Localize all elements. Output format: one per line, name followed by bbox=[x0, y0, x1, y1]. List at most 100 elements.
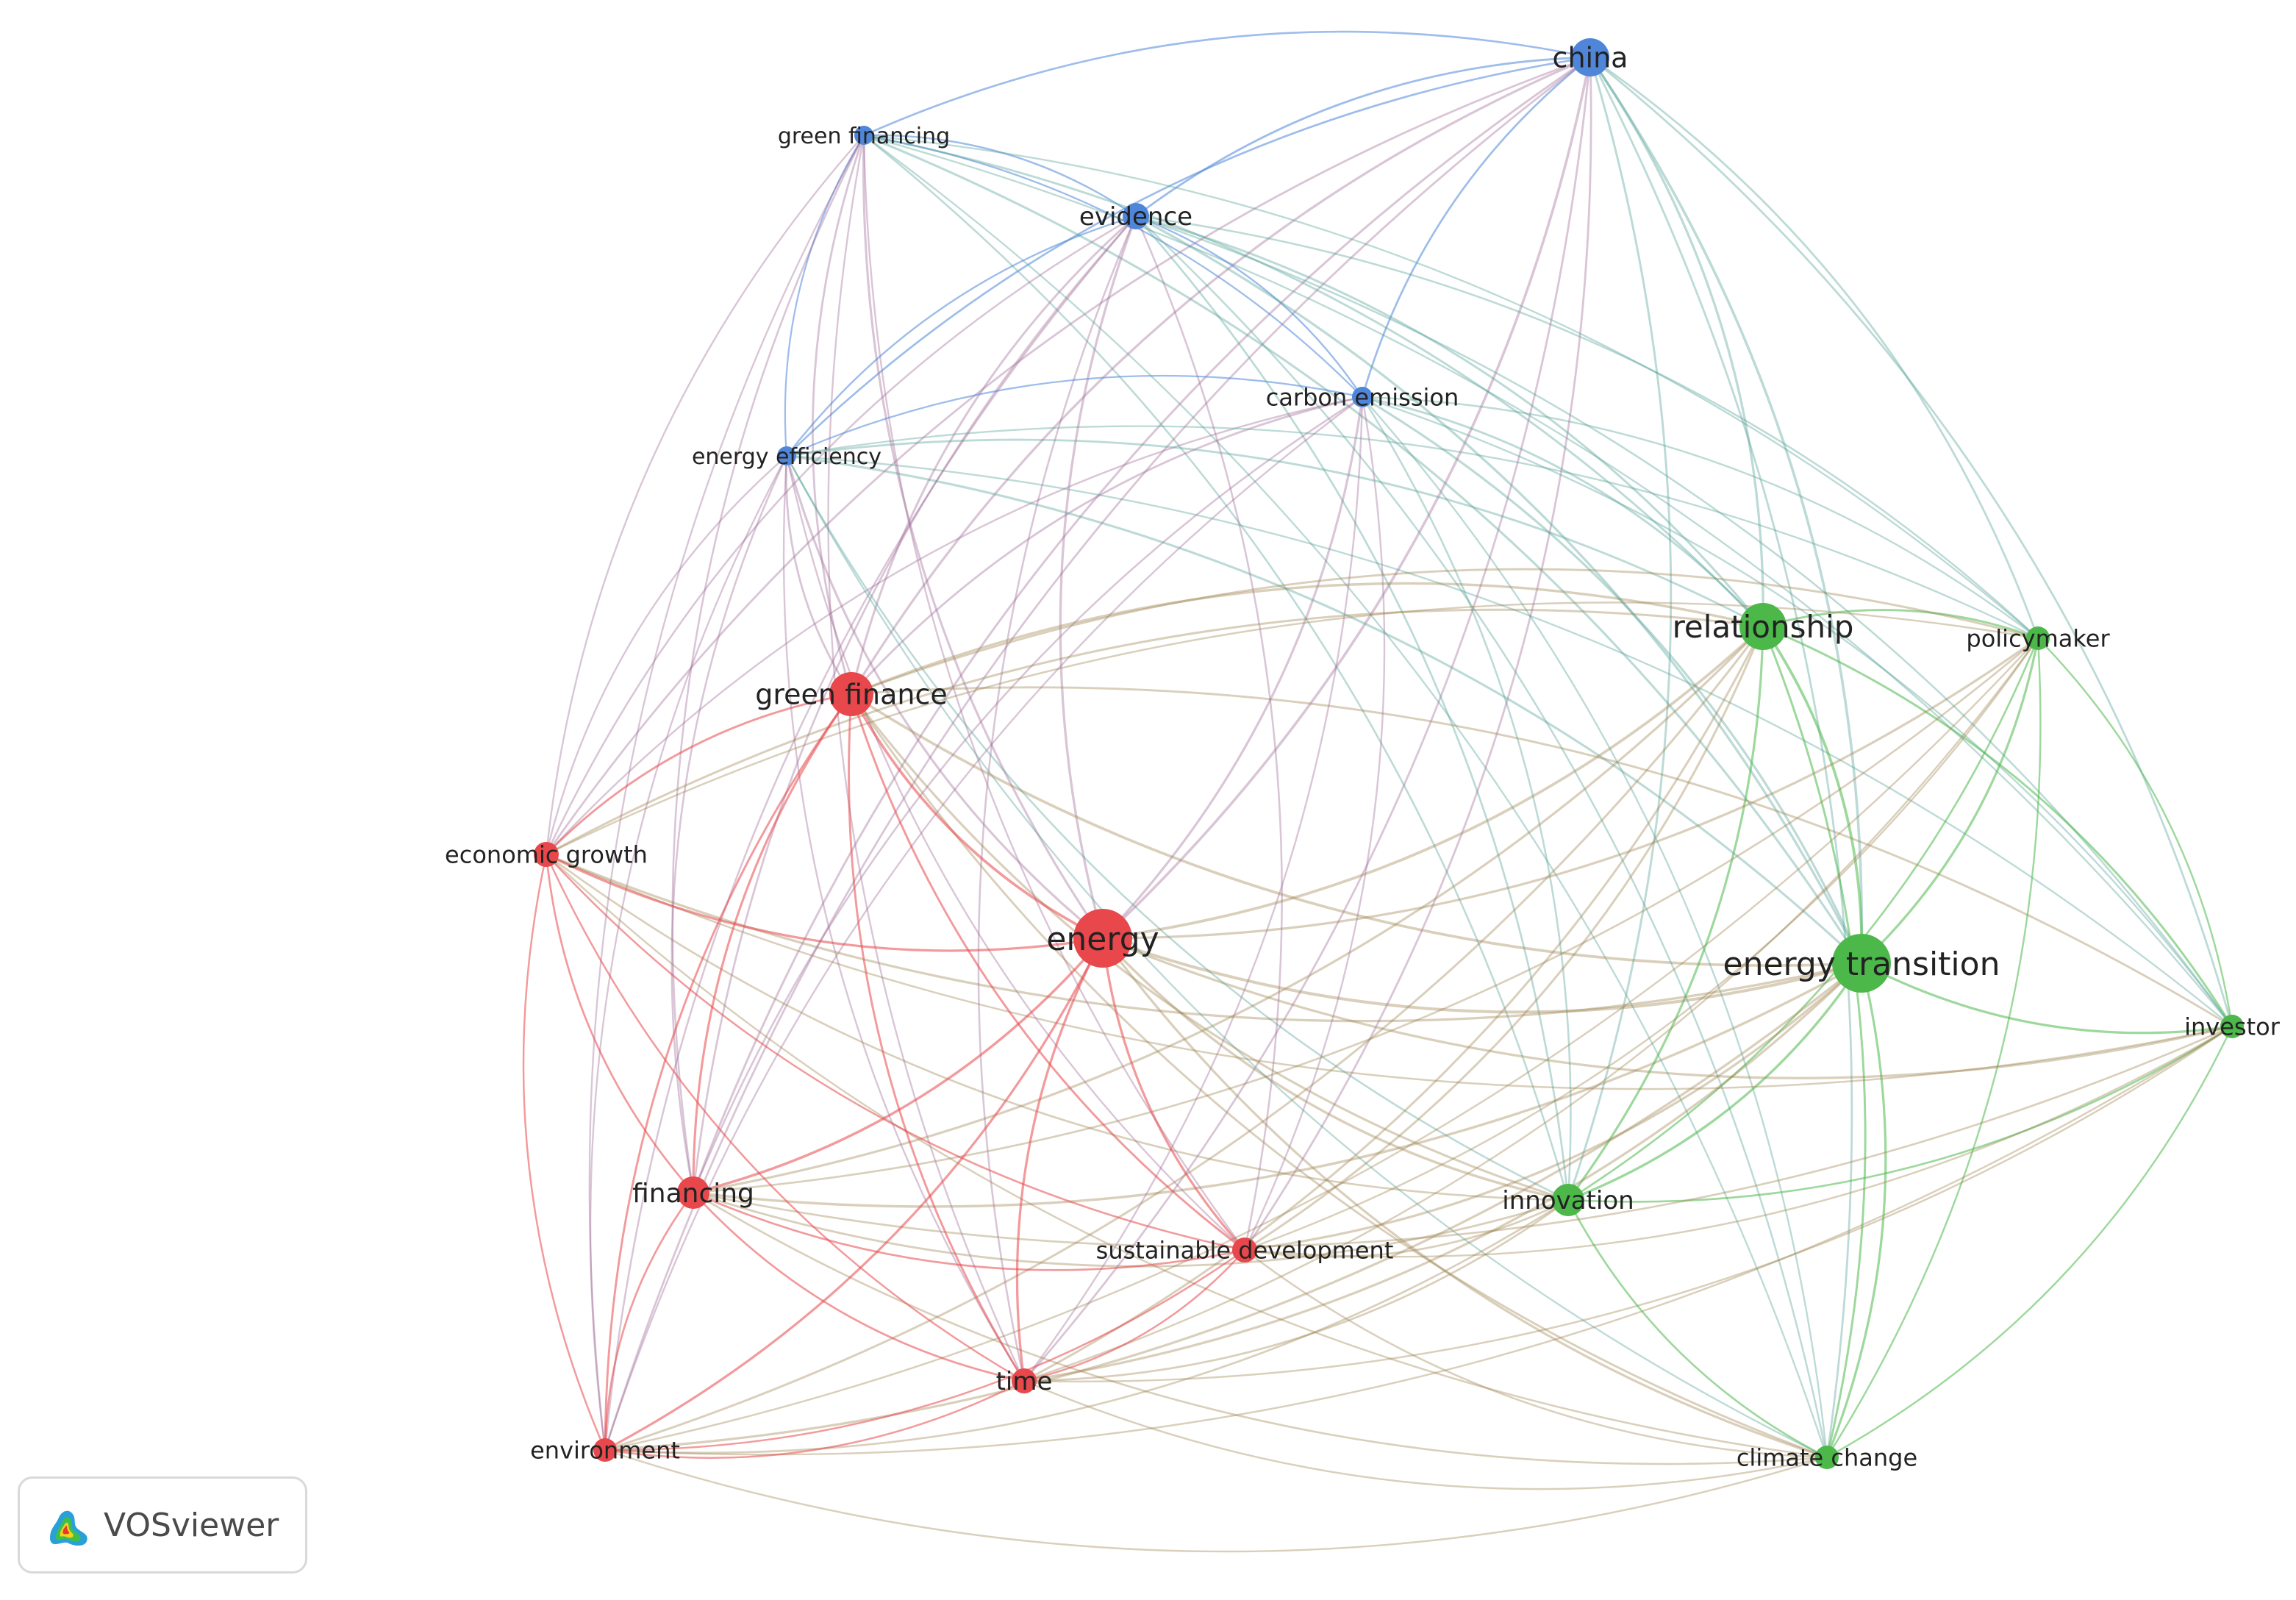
link bbox=[863, 134, 2233, 1027]
node-time[interactable] bbox=[1012, 1368, 1037, 1393]
node-environment[interactable] bbox=[593, 1438, 617, 1462]
node-label-economic-growth[interactable]: economic growth bbox=[445, 841, 648, 869]
link bbox=[1362, 396, 2233, 1027]
node-investor[interactable] bbox=[2220, 1015, 2244, 1038]
node-energy[interactable] bbox=[1073, 909, 1132, 968]
node-label-policymaker[interactable]: policymaker bbox=[1966, 625, 2110, 653]
node-label-energy-transition[interactable]: energy transition bbox=[1723, 946, 2000, 983]
link bbox=[693, 1191, 1245, 1271]
node-energy-efficiency[interactable] bbox=[777, 446, 796, 465]
link bbox=[850, 693, 1104, 940]
node-energy-transition[interactable] bbox=[1832, 934, 1891, 993]
link bbox=[1023, 1379, 1828, 1490]
node-innovation[interactable] bbox=[1552, 1184, 1584, 1216]
node-green-finance[interactable] bbox=[829, 672, 873, 716]
node-label-innovation[interactable]: innovation bbox=[1502, 1186, 1634, 1215]
node-economic-growth[interactable] bbox=[534, 842, 559, 867]
link bbox=[604, 1192, 695, 1451]
link bbox=[604, 626, 1764, 1451]
node-label-green-finance[interactable]: green finance bbox=[755, 679, 948, 711]
link bbox=[1362, 396, 1828, 1458]
link bbox=[785, 455, 853, 695]
node-label-sustainable-development[interactable]: sustainable development bbox=[1096, 1237, 1394, 1265]
link bbox=[1023, 962, 1863, 1382]
link bbox=[1244, 1199, 1569, 1258]
node-policymaker[interactable] bbox=[2026, 626, 2050, 650]
link bbox=[545, 854, 695, 1193]
network-links bbox=[522, 30, 2234, 1553]
link bbox=[1861, 962, 2233, 1035]
node-label-green-financing[interactable]: green financing bbox=[778, 124, 950, 149]
link bbox=[604, 1199, 1569, 1454]
node-financing[interactable] bbox=[677, 1176, 709, 1209]
node-label-climate-change[interactable]: climate change bbox=[1737, 1444, 1917, 1472]
link bbox=[1135, 215, 2039, 639]
node-green-financing[interactable] bbox=[854, 126, 873, 145]
link bbox=[1023, 1199, 1569, 1382]
node-evidence[interactable] bbox=[1123, 203, 1149, 229]
vosviewer-logo-text: VOSviewer bbox=[104, 1506, 279, 1544]
node-label-investor[interactable]: investor bbox=[2184, 1013, 2281, 1041]
link bbox=[1023, 57, 1592, 1382]
node-label-energy-efficiency[interactable]: energy efficiency bbox=[692, 444, 881, 470]
link bbox=[1860, 638, 2039, 965]
link bbox=[1589, 56, 1864, 964]
node-relationship[interactable] bbox=[1739, 603, 1787, 650]
node-label-evidence[interactable]: evidence bbox=[1079, 202, 1192, 232]
link bbox=[1244, 1025, 2233, 1258]
link bbox=[851, 693, 1862, 967]
link bbox=[1023, 396, 1364, 1382]
link bbox=[1567, 1199, 1828, 1459]
link bbox=[604, 396, 1363, 1451]
vosviewer-logo: VOSviewer bbox=[18, 1476, 307, 1574]
link bbox=[812, 135, 865, 695]
link bbox=[1244, 638, 2039, 1251]
link bbox=[863, 134, 1863, 964]
link bbox=[545, 56, 1591, 855]
node-china[interactable] bbox=[1571, 38, 1609, 76]
link bbox=[693, 1025, 2233, 1248]
link bbox=[1567, 963, 1863, 1201]
link bbox=[1567, 57, 1673, 1201]
link bbox=[851, 582, 1764, 696]
link bbox=[604, 638, 2039, 1451]
link bbox=[1825, 638, 2042, 1458]
link bbox=[863, 135, 1828, 1458]
node-label-china[interactable]: china bbox=[1553, 42, 1628, 74]
link bbox=[786, 454, 1863, 965]
node-label-carbon-emission[interactable]: carbon emission bbox=[1266, 384, 1459, 412]
link bbox=[1101, 396, 1364, 940]
network-nodes bbox=[534, 38, 2244, 1469]
link bbox=[1101, 938, 1246, 1251]
link bbox=[1135, 215, 1764, 627]
link bbox=[546, 396, 1363, 855]
link bbox=[1243, 57, 1592, 1251]
link bbox=[546, 608, 1764, 856]
link bbox=[1023, 626, 1764, 1382]
link bbox=[850, 693, 1245, 1251]
node-label-environment[interactable]: environment bbox=[530, 1437, 680, 1465]
link bbox=[1362, 396, 1764, 627]
node-climate-change[interactable] bbox=[1815, 1446, 1839, 1469]
link bbox=[1589, 57, 1764, 627]
link bbox=[863, 30, 1591, 137]
link bbox=[786, 374, 1363, 457]
link bbox=[604, 1449, 1828, 1553]
link bbox=[1589, 56, 2234, 1027]
link bbox=[693, 1191, 1828, 1465]
node-label-financing[interactable]: financing bbox=[632, 1179, 754, 1209]
node-label-energy[interactable]: energy bbox=[1046, 921, 1159, 958]
node-carbon-emission[interactable] bbox=[1352, 387, 1373, 407]
link bbox=[1361, 396, 1572, 1201]
link bbox=[1762, 625, 1864, 964]
link bbox=[1362, 396, 1863, 964]
link bbox=[1135, 56, 1591, 218]
link bbox=[545, 693, 852, 856]
node-label-relationship[interactable]: relationship bbox=[1673, 609, 1854, 645]
link bbox=[1244, 962, 1863, 1251]
link bbox=[782, 455, 1026, 1382]
node-sustainable-development[interactable] bbox=[1232, 1238, 1257, 1262]
node-label-time[interactable]: time bbox=[996, 1367, 1053, 1396]
link bbox=[1101, 937, 1569, 1201]
link bbox=[1762, 625, 2234, 1027]
